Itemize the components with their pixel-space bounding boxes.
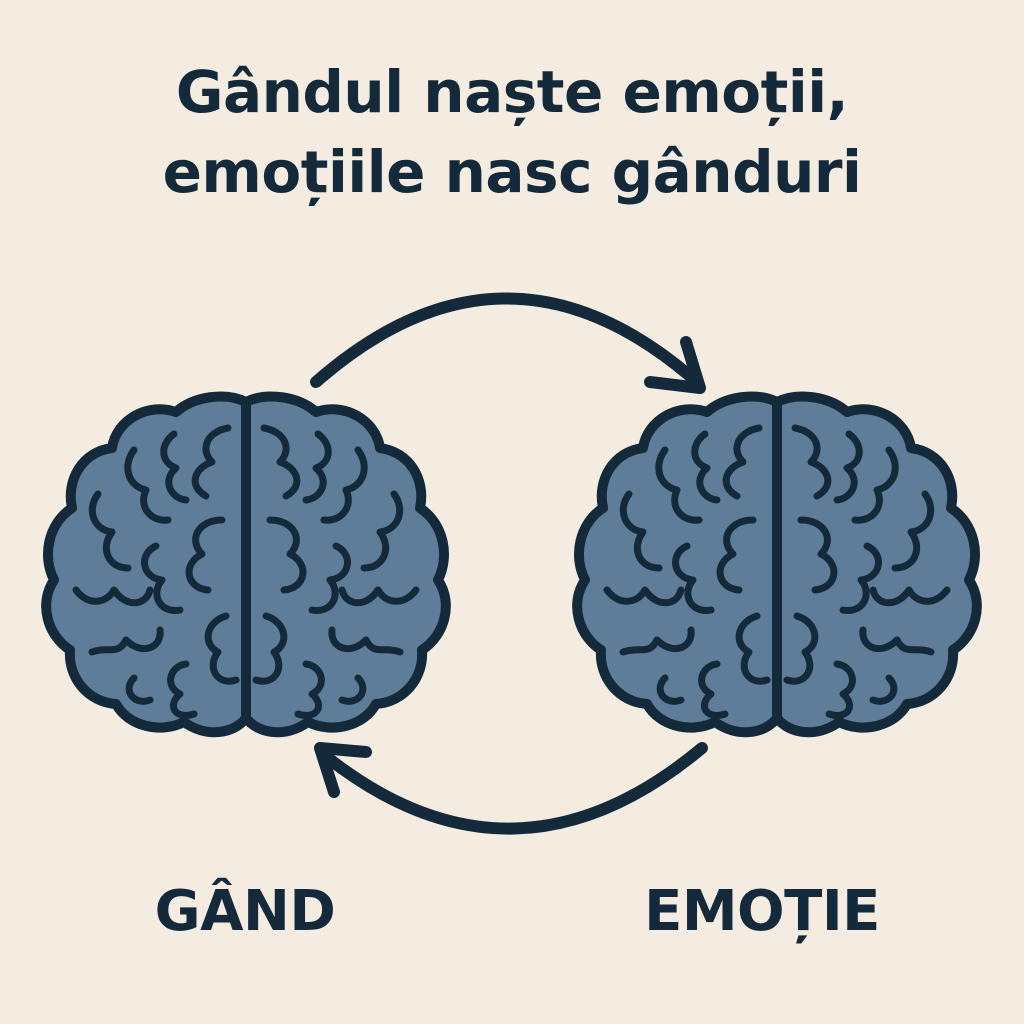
label-emotie: EMOȚIE bbox=[644, 879, 880, 944]
title-line-1: Gândul naște emoții, bbox=[175, 58, 849, 126]
top-curved-arrow-icon bbox=[310, 292, 706, 394]
label-gand: GÂND bbox=[154, 879, 336, 944]
title-line-2: emoțiile nasc gânduri bbox=[162, 138, 862, 206]
left-brain-icon bbox=[46, 397, 446, 733]
right-brain-icon bbox=[577, 397, 977, 733]
bottom-curved-arrow-icon bbox=[314, 742, 708, 835]
page-title: Gândul naște emoții, emoțiile nasc gându… bbox=[0, 52, 1024, 212]
